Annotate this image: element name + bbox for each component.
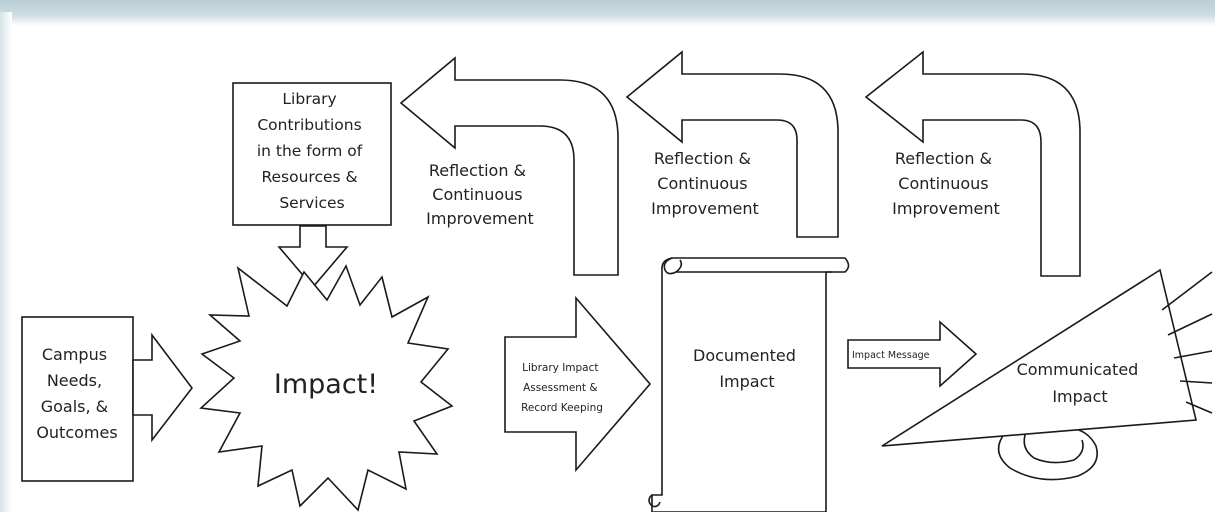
reflection-arrow-3 [864,50,1081,277]
campus-needs-box [21,316,134,482]
campus-right-arrow [132,332,194,443]
left-edge-shading [0,12,12,512]
reflection-text-3: Reflection & Continuous Improvement [892,149,1000,218]
communicated-text: Communicated Impact [1017,360,1144,406]
impact-message-text: Impact Message [852,350,930,361]
reflection-arrow-2 [625,50,839,238]
contributions-box-text: Library Contributions in the form of Res… [257,90,367,212]
reflection-text-2: Reflection & Continuous Improvement [651,149,759,218]
reflection-arrow-1 [399,56,619,276]
assessment-arrow [504,295,652,473]
contributions-down-arrow [277,225,349,289]
impact-label: Impact! [274,369,378,400]
documented-scroll [648,257,850,512]
campus-needs-text: Campus Needs, Goals, & Outcomes [36,345,117,442]
assessment-text: Library Impact Assessment & Record Keepi… [521,362,603,414]
impact-message-arrow [847,320,978,388]
reflection-text-1: Reflection & Continuous Improvement [426,161,534,228]
megaphone [881,268,1213,481]
contributions-box [232,82,392,226]
impact-starburst [199,264,454,512]
documented-text: Documented Impact [693,346,801,391]
